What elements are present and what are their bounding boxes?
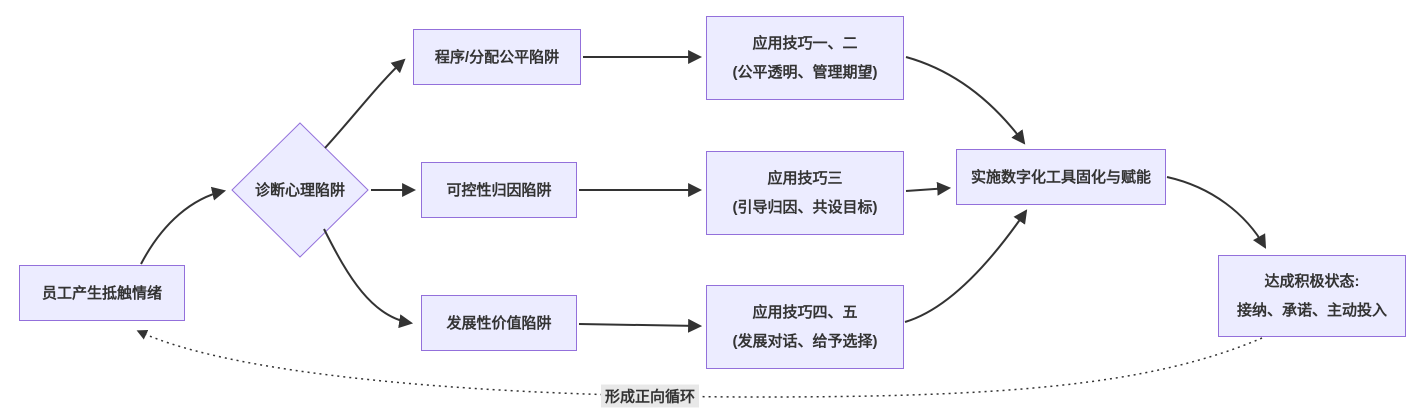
node-diagnose: 诊断心理陷阱 <box>236 175 364 205</box>
node-trap-value: 发展性价值陷阱 <box>421 295 577 351</box>
node-skill-1-2-line2: (公平透明、管理期望) <box>732 64 878 81</box>
edge-skill45-implement <box>904 209 1028 323</box>
edge-skill3-implement <box>905 181 952 196</box>
node-implement-label: 实施数字化工具固化与赋能 <box>970 168 1151 186</box>
node-diagnose-label: 诊断心理陷阱 <box>254 181 345 199</box>
diagnose-diamond-shape <box>231 122 369 258</box>
edge-implement-achieve <box>1166 176 1267 249</box>
edge-value-skill45 <box>578 318 703 333</box>
cycle-edge-label: 形成正向循环 <box>600 384 700 408</box>
node-achieve-line1: 达成积极状态: <box>1264 273 1360 290</box>
node-skill-4-5: 应用技巧四、五 (发展对话、给予选择) <box>706 285 904 369</box>
node-skill-3-line2: (引导归因、共设目标) <box>732 199 878 216</box>
node-achieve: 达成积极状态: 接纳、承诺、主动投入 <box>1218 255 1406 337</box>
node-skill-1-2-line1: 应用技巧一、二 <box>752 35 858 52</box>
node-trap-attribution: 可控性归因陷阱 <box>421 162 577 218</box>
node-start-label: 员工产生抵触情绪 <box>41 284 162 302</box>
node-skill-1-2: 应用技巧一、二 (公平透明、管理期望) <box>706 16 904 100</box>
node-skill-3-line1: 应用技巧三 <box>767 170 843 187</box>
edge-achieve-start-cycle <box>136 330 1263 398</box>
node-trap-fairness: 程序/分配公平陷阱 <box>413 29 581 85</box>
edge-diagnose-value <box>323 228 414 329</box>
edge-diagnose-fairness <box>324 58 406 149</box>
node-implement: 实施数字化工具固化与赋能 <box>956 149 1166 205</box>
node-start: 员工产生抵触情绪 <box>19 265 185 321</box>
node-skill-3: 应用技巧三 (引导归因、共设目标) <box>706 151 904 235</box>
edge-skill12-implement <box>905 56 1026 145</box>
node-achieve-line2: 接纳、承诺、主动投入 <box>1236 302 1387 319</box>
node-trap-value-label: 发展性价值陷阱 <box>446 314 552 332</box>
edge-start-diagnose <box>140 186 227 265</box>
node-trap-attribution-label: 可控性归因陷阱 <box>446 181 552 199</box>
node-trap-fairness-label: 程序/分配公平陷阱 <box>434 48 560 66</box>
node-skill-4-5-line1: 应用技巧四、五 <box>752 304 858 321</box>
node-skill-4-5-line2: (发展对话、给予选择) <box>732 333 878 350</box>
